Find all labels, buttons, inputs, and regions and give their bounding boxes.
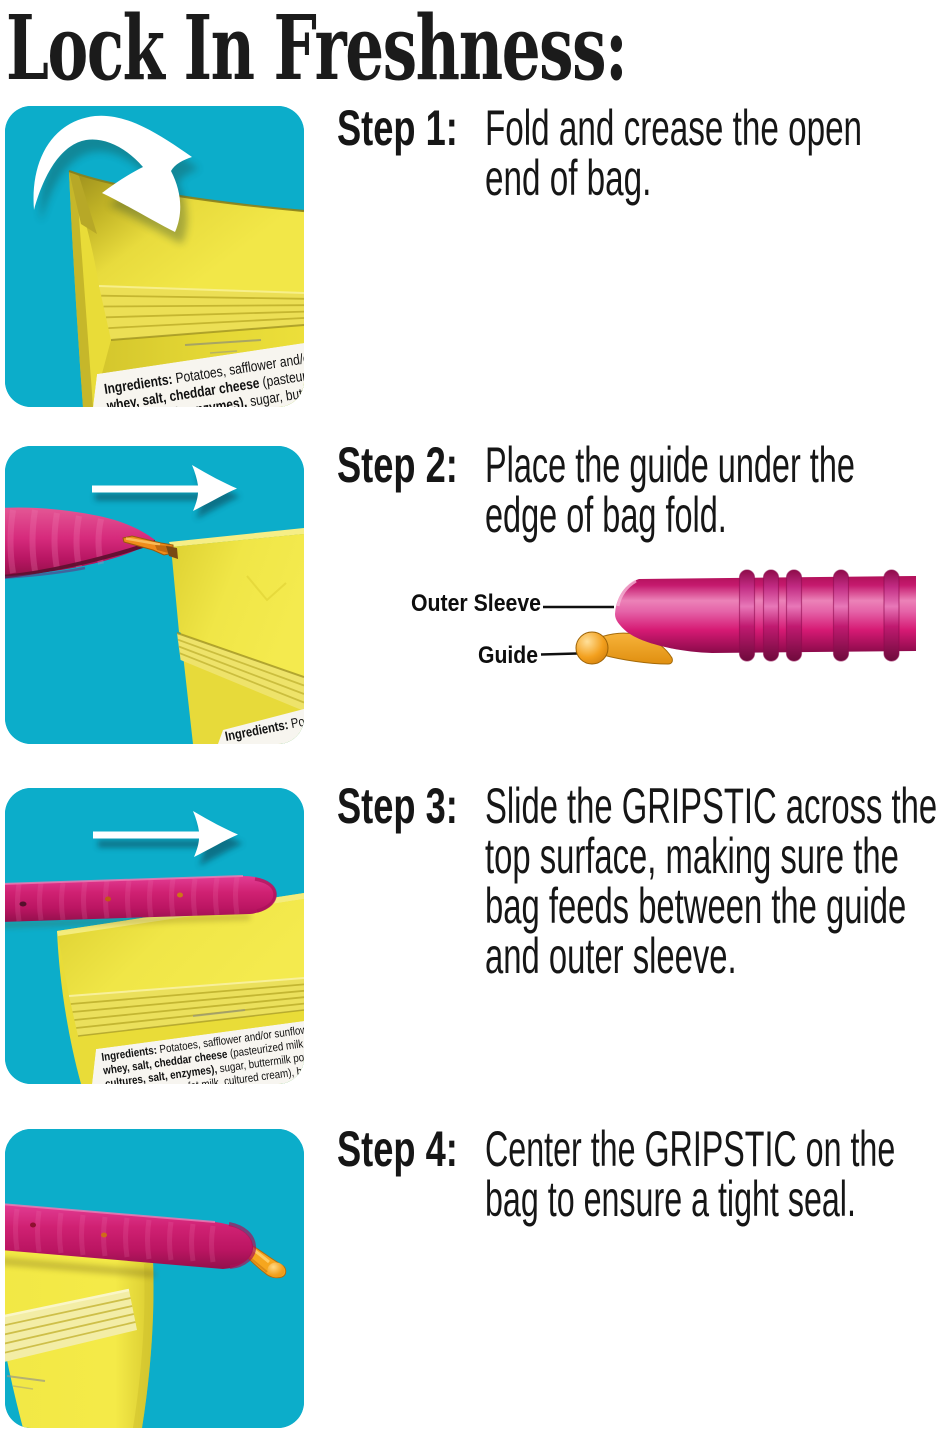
bag-pleat-band <box>177 633 304 711</box>
step2-illustration-panel: Ingredients: Pot <box>5 446 304 744</box>
step4-centered-sealer-illustration <box>5 1129 304 1428</box>
sleeve-rings <box>738 569 900 662</box>
bag-side-edge <box>69 171 93 407</box>
sealer-bar <box>5 1203 257 1278</box>
outer-sleeve-label: Outer Sleeve <box>411 590 541 617</box>
step2-guide-placement-illustration: Ingredients: Pot <box>5 446 304 744</box>
chip-bag <box>5 1245 154 1428</box>
sealer-sleeve <box>5 507 155 579</box>
step3-slide-illustration: Ingredients: Potatoes, safflower and/or … <box>5 788 304 1084</box>
step4-text: Center the GRIPSTIC on the bag to ensure… <box>485 1121 896 1227</box>
step1-illustration-panel: Ingredients: Potatoes, safflower and/or … <box>5 106 304 407</box>
pleat-crease-lines <box>101 294 304 329</box>
chip-bag: Ingredients: Pot <box>169 528 304 744</box>
gripstic-diagram-svg: Outer Sleeve Guide <box>411 569 916 669</box>
chip-bag: Ingredients: Potatoes, safflower and/or … <box>57 893 304 1084</box>
pleat-crease-lines <box>70 983 304 1029</box>
step3-label: Step 3: <box>337 778 458 834</box>
gripstic-sealer-illustration <box>575 569 916 665</box>
bag-fold-tab <box>69 171 97 234</box>
step1-bag-fold-illustration: Ingredients: Potatoes, safflower and/or … <box>5 106 304 407</box>
ingredients-label: Ingredients: Potatoes, safflower and/or … <box>93 343 304 407</box>
guide-label: Guide <box>478 642 538 669</box>
right-arrow-icon <box>93 811 243 866</box>
fold-arrow-icon <box>33 115 200 244</box>
right-arrow-icon <box>92 465 240 519</box>
step3-text: Slide the GRIPSTIC across the top surfac… <box>485 778 938 984</box>
bag-fold-flap <box>171 534 304 677</box>
sealer-rib-texture <box>13 1208 216 1263</box>
step3-illustration-panel: Ingredients: Potatoes, safflower and/or … <box>5 788 304 1084</box>
sealer-bar <box>5 875 277 928</box>
step2-label: Step 2: <box>337 437 458 493</box>
bag-fold-flap <box>58 899 304 996</box>
step2-text: Place the guide under the edge of bag fo… <box>485 437 855 543</box>
sealer-end-cap <box>228 1222 257 1269</box>
pleat-crease-lines <box>5 1297 136 1354</box>
sealer-rib-texture <box>7 509 104 574</box>
pleat-crease-lines <box>177 638 304 704</box>
gripstic-parts-diagram: Outer Sleeve Guide <box>330 552 940 695</box>
page-title: Lock In Freshness: <box>6 0 628 100</box>
bag-pleat-band <box>5 1290 137 1362</box>
guide-ball <box>575 631 609 665</box>
sealer-underside-shadow <box>5 540 155 579</box>
guide-pointer-line <box>540 652 578 656</box>
sealer-end-cap <box>254 877 277 913</box>
step4-illustration-panel <box>5 1129 304 1428</box>
step4-label: Step 4: <box>337 1121 458 1177</box>
step1-label: Step 1: <box>337 100 458 156</box>
sealer-guide <box>122 535 178 559</box>
step1-text: Fold and crease the open end of bag. <box>485 100 863 206</box>
